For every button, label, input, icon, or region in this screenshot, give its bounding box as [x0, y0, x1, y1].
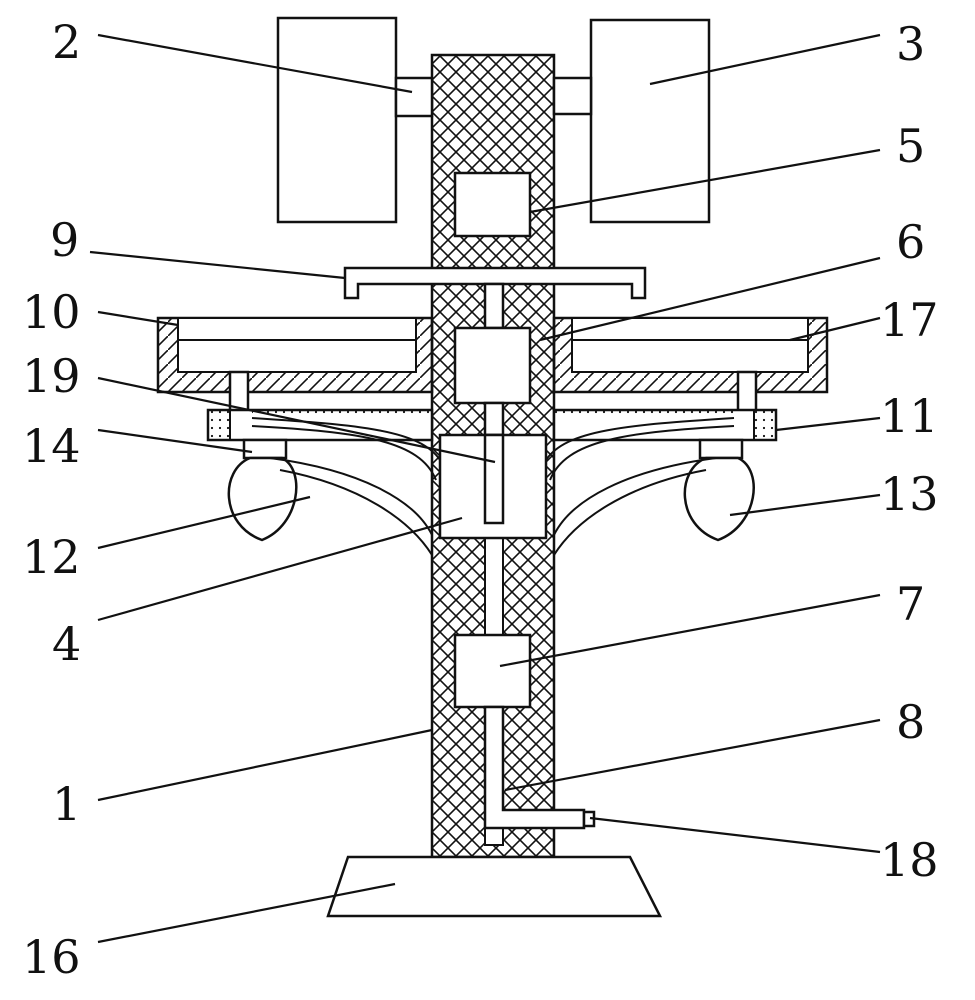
panel-bracket-right	[552, 76, 593, 116]
cables-19	[251, 417, 735, 556]
label-5: 5	[896, 119, 925, 173]
tray-10	[156, 316, 434, 394]
label-17: 17	[880, 293, 939, 347]
label-2: 2	[52, 15, 81, 69]
label-3: 3	[896, 17, 925, 71]
label-8: 8	[896, 695, 925, 749]
component-5	[453, 171, 532, 238]
label-11: 11	[880, 389, 939, 443]
label-19: 19	[22, 349, 81, 403]
lamp-13	[683, 456, 755, 542]
label-12: 12	[22, 530, 81, 584]
pipe-8	[483, 705, 586, 830]
label-4: 4	[52, 617, 81, 671]
panel-bracket-left	[394, 76, 434, 118]
component-6	[453, 326, 532, 405]
lamp-holder-right	[698, 438, 744, 460]
label-7: 7	[896, 577, 925, 631]
rod-9-stem	[483, 282, 505, 330]
component-7	[453, 633, 532, 709]
solar-panel-2	[276, 16, 398, 224]
label-13: 13	[880, 467, 939, 521]
label-10: 10	[22, 285, 81, 339]
label-6: 6	[896, 215, 925, 269]
label-14: 14	[22, 419, 81, 473]
tray-17	[552, 316, 829, 394]
lamp-holder-14	[242, 438, 288, 460]
solar-panel-3	[589, 18, 711, 224]
arm-right-11	[552, 408, 778, 442]
label-16: 16	[22, 930, 81, 984]
label-18: 18	[880, 833, 939, 887]
post-right	[736, 370, 758, 414]
reference-numerals: 2 3 5 9 6 10 17 19 11 14 13 12 4 7 8 1 1…	[22, 15, 939, 984]
rod-4-inner	[483, 433, 505, 525]
leader-lines	[89, 33, 881, 944]
label-9: 9	[50, 213, 79, 267]
label-1: 1	[52, 777, 81, 831]
rod-6-stem	[483, 401, 505, 437]
